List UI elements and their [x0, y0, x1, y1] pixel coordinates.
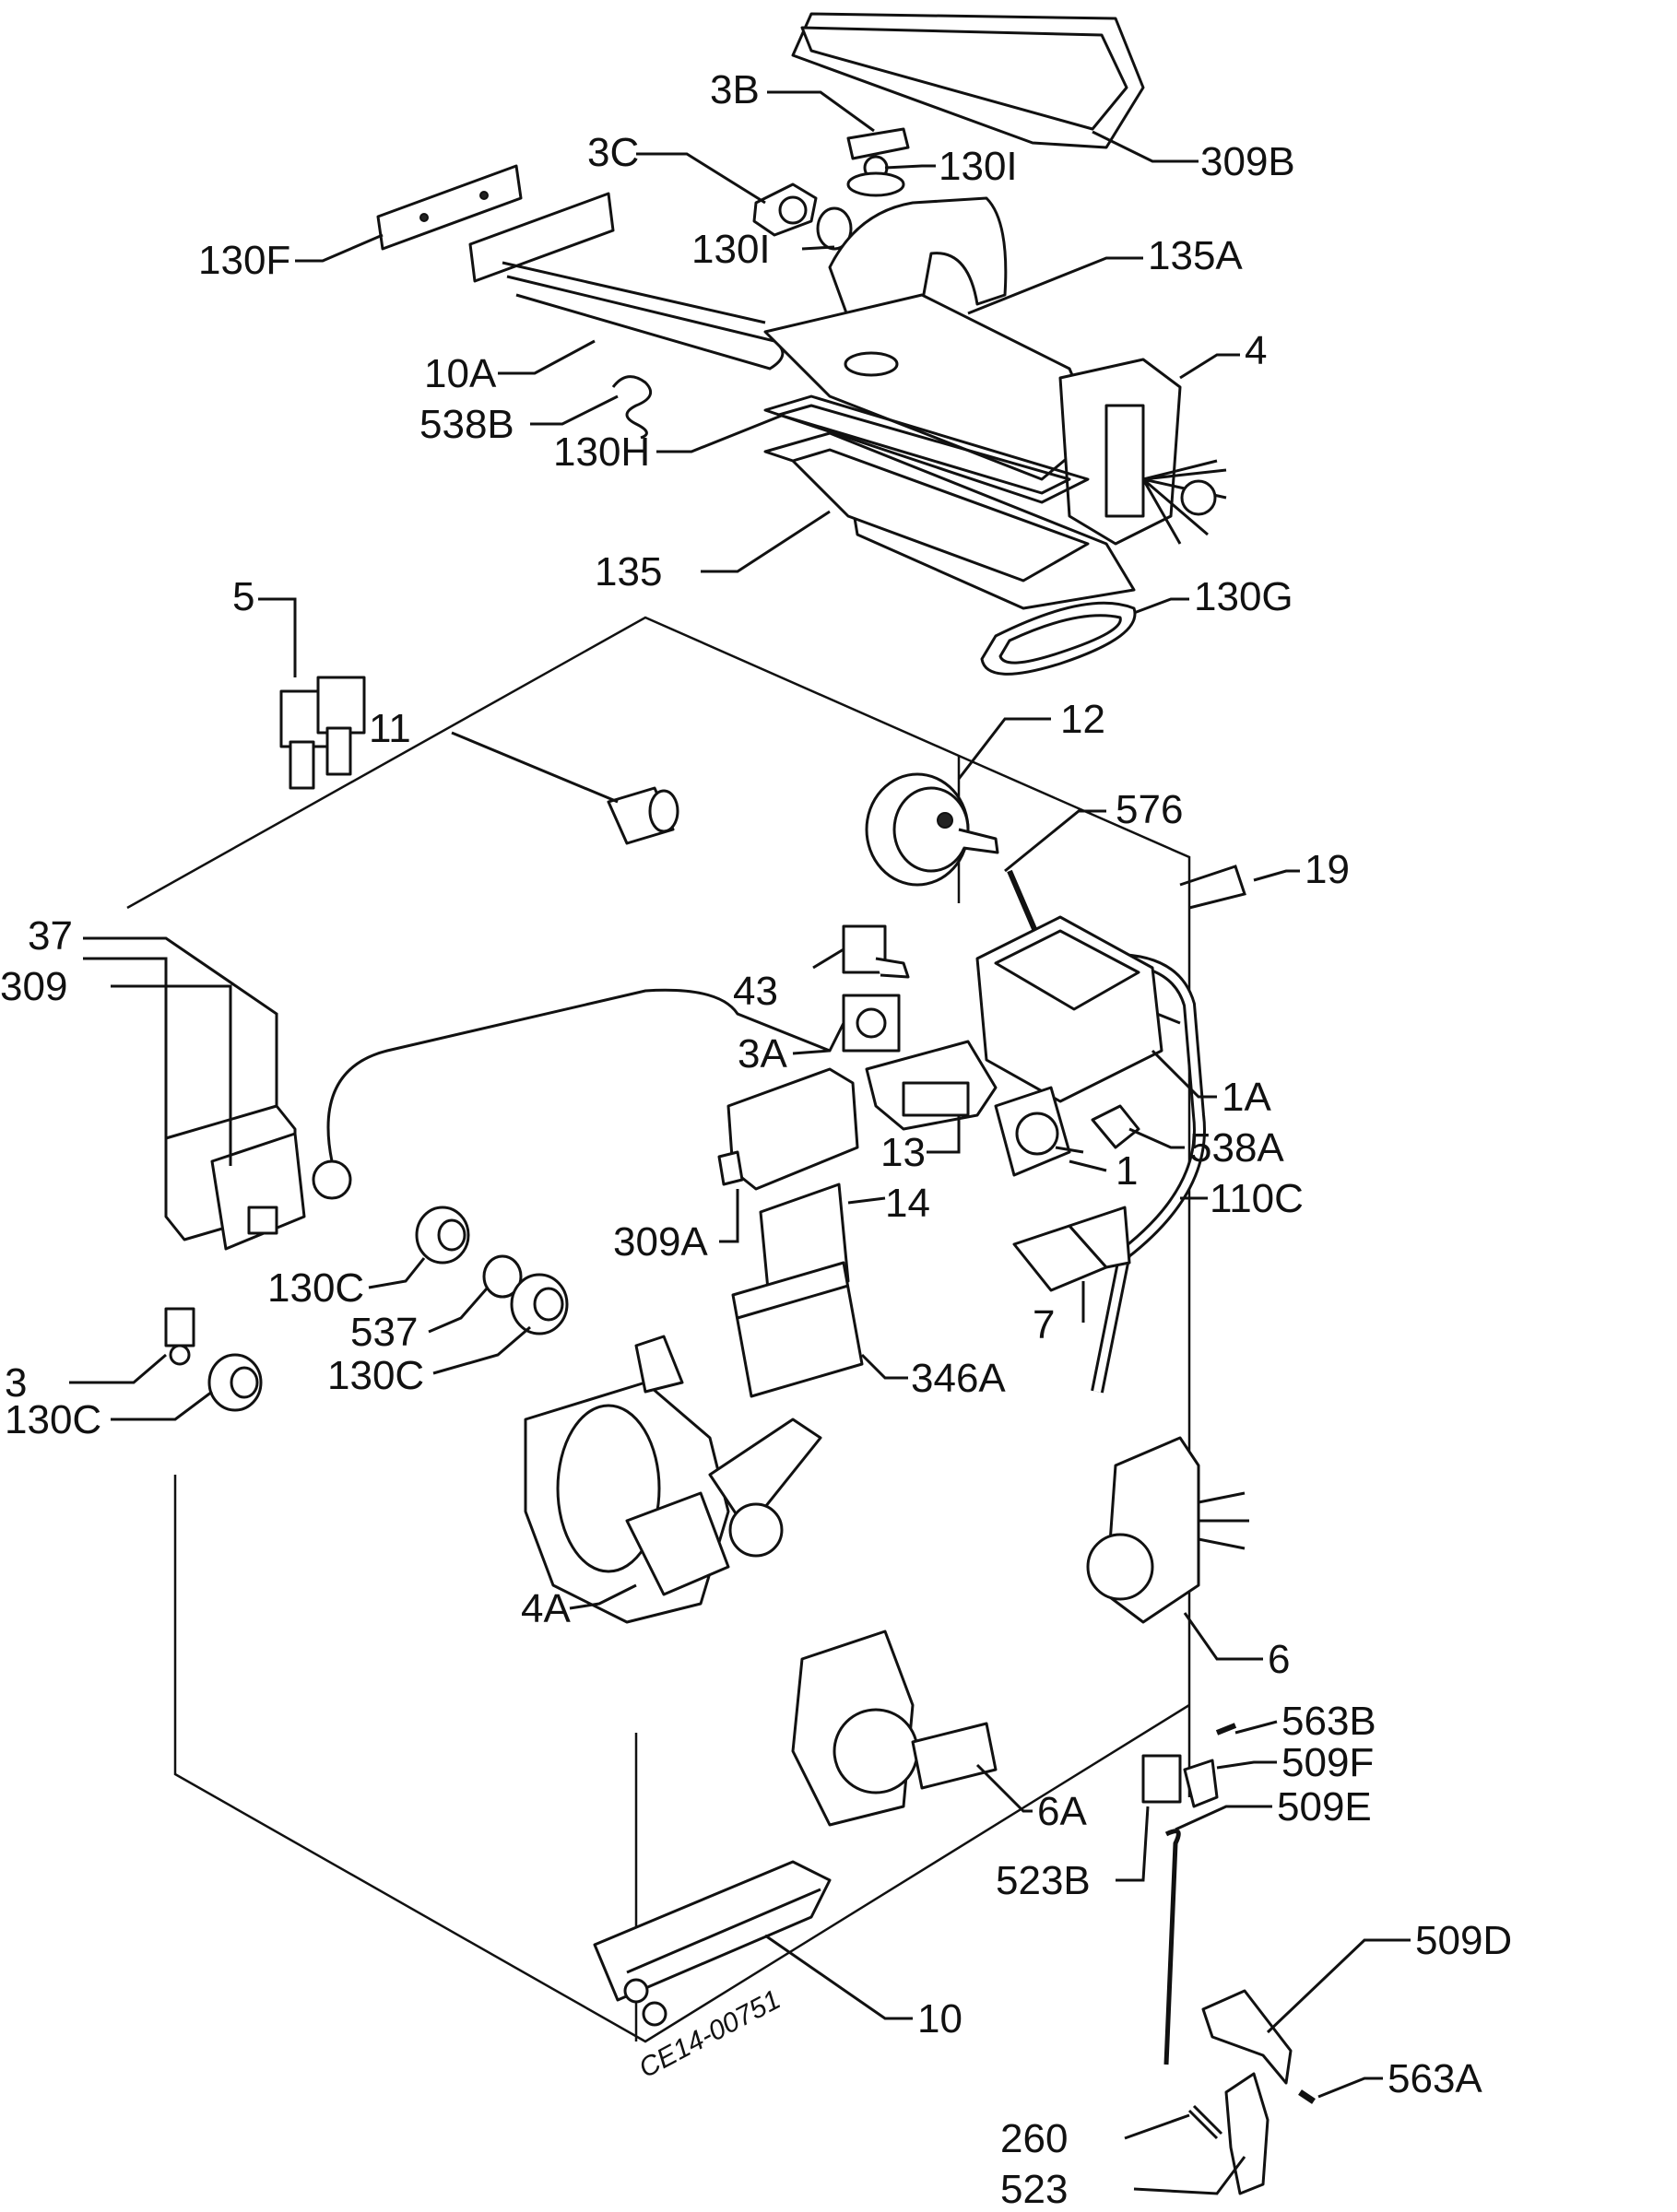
cover-309a: [717, 1067, 859, 1191]
thermostat-3: [164, 1307, 195, 1366]
label-563b: 563B: [1281, 1699, 1376, 1744]
seal-130i-upper: [846, 171, 905, 197]
label-110c: 110C: [1210, 1176, 1304, 1221]
gasket-130h: [763, 394, 1090, 504]
label-523b: 523B: [996, 1858, 1091, 1903]
top-cover-309b: [791, 12, 1145, 149]
label-130i-upper: 130I: [939, 144, 1018, 189]
bracket-563b: [1215, 1723, 1237, 1735]
label-135a: 135A: [1148, 233, 1243, 278]
label-5: 5: [232, 574, 254, 619]
seal-130i-lower: [816, 206, 853, 251]
grommet-130c-3: [207, 1353, 263, 1412]
module-box-346a: [731, 1261, 864, 1398]
label-563a: 563A: [1388, 2056, 1482, 2101]
label-3: 3: [5, 1360, 27, 1406]
bracket-538a: [1091, 1104, 1140, 1149]
label-309: 309: [0, 964, 67, 1009]
label-260: 260: [1000, 2116, 1068, 2161]
label-1a: 1A: [1222, 1075, 1271, 1120]
thermostat-3b: [846, 127, 910, 181]
heating-element-10a: [468, 192, 785, 371]
label-538b: 538B: [419, 402, 514, 447]
drain-pump-6: [1086, 1436, 1249, 1624]
label-3c: 3C: [587, 130, 639, 175]
switch-43: [842, 924, 910, 979]
clip-538b: [611, 375, 653, 440]
switch-bank-13: [865, 1040, 998, 1131]
label-130h: 130H: [553, 429, 650, 475]
disc-537: [482, 1254, 523, 1299]
lock-catch-509f: [1183, 1759, 1219, 1808]
clip-19: [1179, 865, 1246, 910]
label-4a: 4A: [521, 1586, 571, 1631]
label-130c-2: 130C: [327, 1353, 424, 1398]
label-346a: 346A: [911, 1356, 1006, 1401]
label-538a: 538A: [1189, 1125, 1284, 1171]
label-43: 43: [733, 969, 778, 1014]
pressure-switch-3a: [842, 994, 901, 1053]
heating-element-10: [593, 1860, 832, 2027]
filter-board-309: [210, 1132, 306, 1251]
label-3a: 3A: [738, 1031, 787, 1077]
inlet-valve-5: [279, 676, 366, 790]
label-130c-3: 130C: [5, 1397, 101, 1442]
bracket-130f: [376, 164, 523, 251]
label-10a: 10A: [424, 351, 497, 396]
label-509d: 509D: [1415, 1918, 1512, 1963]
label-135: 135: [595, 549, 662, 594]
drive-belt-130g: [980, 601, 1137, 676]
label-11: 11: [369, 706, 411, 751]
label-309b: 309B: [1200, 139, 1295, 184]
label-4: 4: [1245, 328, 1267, 373]
lock-plate-509f-left: [1141, 1754, 1182, 1804]
air-duct-135a: [763, 196, 1099, 481]
fan-motor-4: [1058, 358, 1227, 546]
label-6: 6: [1268, 1637, 1290, 1682]
label-523: 523: [1000, 2167, 1068, 2212]
lever-509d: [1201, 1989, 1293, 2085]
label-309a: 309A: [613, 1219, 708, 1265]
spring-260: [1187, 2104, 1223, 2140]
grommet-130c-2: [510, 1273, 569, 1335]
label-19: 19: [1305, 847, 1350, 892]
drive-motor-4a: [524, 1335, 822, 1624]
pin-563a: [1298, 2089, 1316, 2104]
label-6a: 6A: [1037, 1789, 1087, 1834]
label-1: 1: [1116, 1148, 1138, 1194]
thermostat-control-1: [994, 1086, 1084, 1177]
latch-523: [1224, 2072, 1270, 2195]
suppressor-11: [451, 731, 679, 845]
label-3b: 3B: [710, 67, 760, 112]
label-130g: 130G: [1194, 574, 1293, 619]
label-14: 14: [885, 1181, 930, 1226]
label-130f: 130F: [198, 238, 290, 283]
label-509e: 509E: [1277, 1784, 1372, 1830]
thermostat-3c: [752, 182, 818, 237]
pressure-chamber: [312, 1159, 352, 1200]
label-7: 7: [1033, 1302, 1055, 1347]
label-130c-1: 130C: [267, 1265, 364, 1311]
label-537: 537: [350, 1310, 418, 1355]
label-576: 576: [1116, 787, 1183, 832]
grommet-130c-1: [415, 1206, 470, 1265]
duct-135: [763, 431, 1136, 610]
pulley-12: [865, 772, 999, 887]
pump-6a: [791, 1630, 998, 1827]
rod-523b: [1163, 1829, 1181, 2065]
programme-timer-1a: [975, 915, 1181, 1103]
relay-7: [1012, 1206, 1131, 1292]
label-10: 10: [917, 1996, 963, 2041]
label-37: 37: [28, 913, 73, 959]
label-130i-lower: 130I: [691, 227, 771, 272]
leader-lines: [69, 90, 1411, 2195]
label-509f: 509F: [1281, 1740, 1374, 1785]
label-13: 13: [880, 1130, 926, 1175]
label-12: 12: [1060, 697, 1105, 742]
pressure-hose: [326, 988, 831, 1162]
